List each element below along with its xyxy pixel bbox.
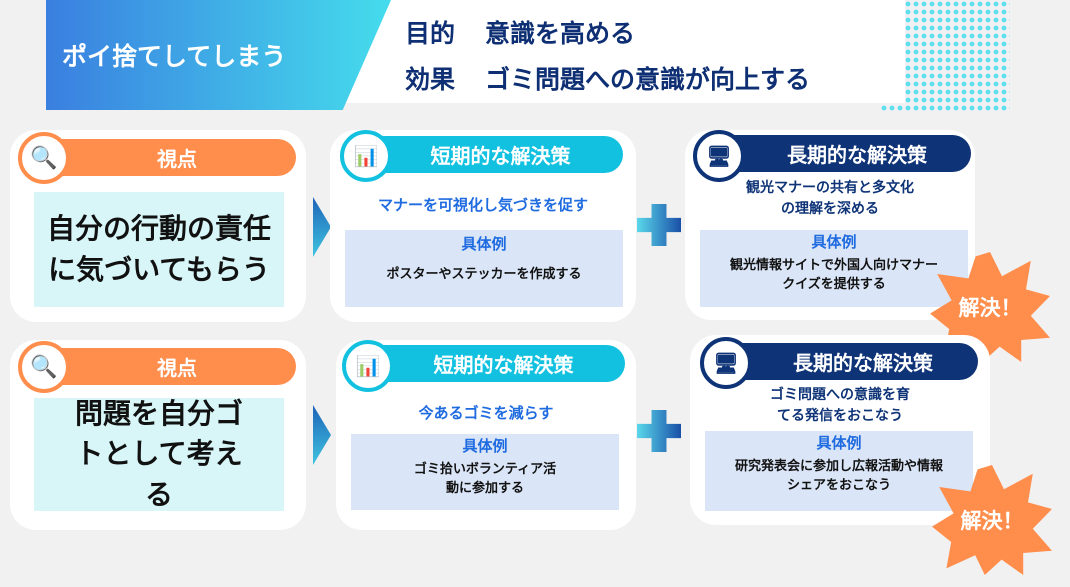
viewpoint-text: 問題を自分ゴトとして考える — [34, 397, 284, 511]
viewpoint-card-1: 視点 🔍 自分の行動の責任に気づいてもらう — [10, 130, 306, 322]
example-label: 具体例 — [462, 437, 508, 455]
viewpoint-label: 視点 — [38, 348, 296, 385]
example-box: 具体例 ゴミ拾いボランティア活動に参加する — [351, 434, 619, 510]
viewpoint-card-2: 視点 🔍 問題を自分ゴトとして考える — [10, 340, 306, 530]
short-term-card-2: 短期的な解決策 📊 今あるゴミを減らす 具体例 ゴミ拾いボランティア活動に参加す… — [336, 340, 636, 530]
monitor-chart-icon: 📊 — [342, 340, 394, 392]
example-text: 観光情報サイトで外国人向けマナークイズを提供する — [729, 257, 938, 293]
long-term-card-1: 長期的な解決策 🖥 観光マナーの共有と多文化の理解を深める 具体例 観光情報サイ… — [685, 130, 975, 320]
effect-line: 効果ゴミ問題への意識が向上する — [405, 60, 810, 96]
viewpoint-text: 自分の行動の責任に気づいてもらう — [34, 192, 284, 307]
network-monitor-icon: 🖥 — [700, 337, 752, 389]
purpose-line: 目的意識を高める — [405, 14, 635, 50]
example-label: 具体例 — [816, 434, 862, 452]
header-panel — [330, 0, 905, 103]
plus-icon — [637, 410, 681, 452]
plus-icon — [637, 204, 681, 246]
example-text: ゴミ拾いボランティア活動に参加する — [413, 461, 557, 497]
example-label: 具体例 — [461, 235, 507, 253]
example-box: 具体例 ポスターやステッカーを作成する — [345, 230, 623, 307]
example-box: 具体例 研究発表会に参加し広報活動や情報シェアをおこなう — [705, 431, 973, 511]
long-term-title: 長期的な解決策 — [720, 343, 978, 380]
short-term-title: 短期的な解決策 — [358, 136, 623, 173]
arrow-right-icon — [313, 197, 331, 257]
example-label: 具体例 — [811, 233, 857, 251]
long-term-summary: ゴミ問題への意識を育てる発信をおこなう — [770, 387, 910, 424]
short-term-title: 短期的な解決策 — [362, 345, 625, 382]
purpose-text: 意識を高める — [485, 19, 636, 48]
header-title: ポイ捨てしてしまう — [46, 0, 391, 110]
long-term-card-2: 長期的な解決策 🖥 ゴミ問題への意識を育てる発信をおこなう 具体例 研究発表会に… — [690, 335, 990, 525]
short-term-summary: マナーを可視化し気づきを促す — [377, 196, 588, 214]
short-term-summary: 今あるゴミを減らす — [418, 404, 554, 422]
effect-text: ゴミ問題への意識が向上する — [485, 65, 811, 94]
document-search-icon: 🔍 — [18, 341, 70, 393]
short-term-card-1: 短期的な解決策 📊 マナーを可視化し気づきを促す 具体例 ポスターやステッカーを… — [330, 130, 636, 322]
long-term-title: 長期的な解決策 — [715, 135, 971, 172]
document-search-icon: 🔍 — [18, 132, 70, 184]
long-term-summary: 観光マナーの共有と多文化の理解を深める — [746, 180, 914, 217]
arrow-right-icon — [313, 405, 331, 465]
effect-label: 効果 — [405, 65, 456, 94]
viewpoint-label: 視点 — [38, 139, 296, 176]
example-text: 研究発表会に参加し広報活動や情報シェアをおこなう — [734, 458, 943, 494]
monitor-chart-icon: 📊 — [340, 130, 392, 182]
example-text: ポスターやステッカーを作成する — [386, 266, 582, 282]
network-monitor-icon: 🖥 — [693, 130, 745, 182]
purpose-label: 目的 — [405, 19, 456, 48]
example-box: 具体例 観光情報サイトで外国人向けマナークイズを提供する — [700, 230, 968, 307]
